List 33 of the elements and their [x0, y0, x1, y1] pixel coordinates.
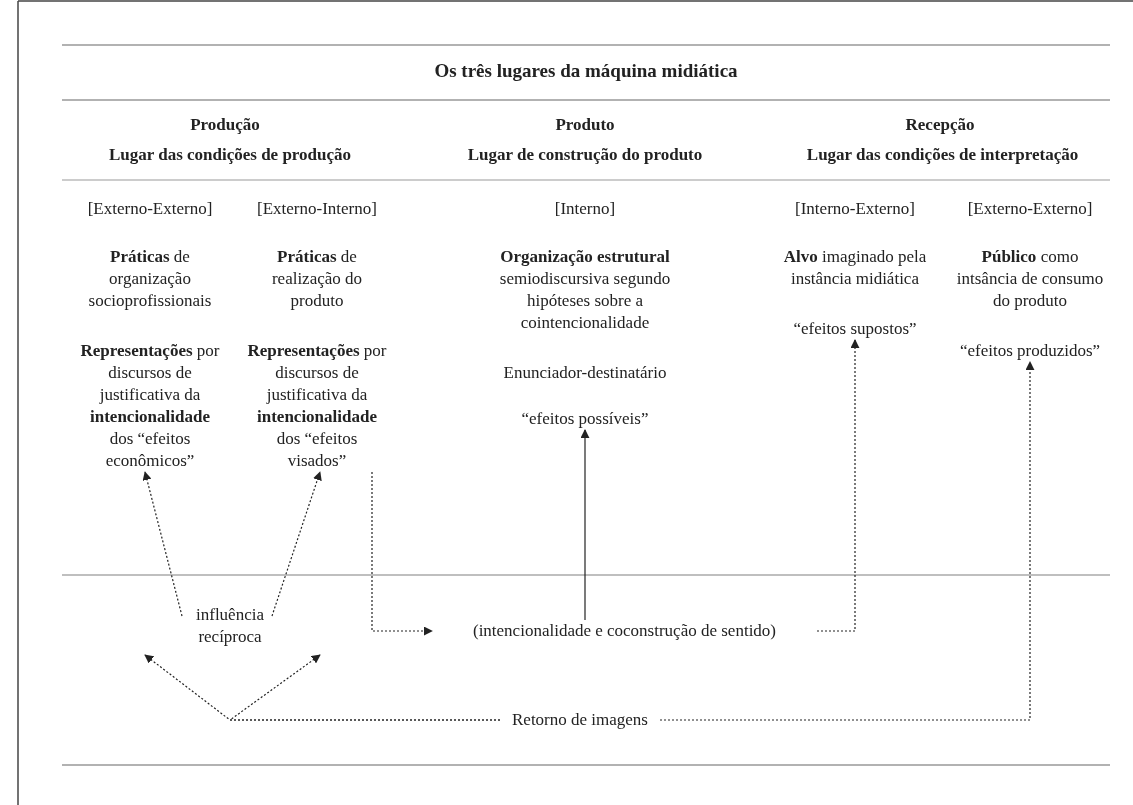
bracket-label: [Interno] — [553, 198, 617, 220]
bracket-label: [Interno-Externo] — [794, 198, 916, 220]
description-text: Enunciador-destinatário — [502, 362, 668, 384]
arrow — [816, 339, 860, 632]
description-text: Representações por discursos de justificativa da intencionalidade dos “efeitos visados” — [247, 340, 387, 472]
arrow — [228, 654, 501, 721]
description-text: “efeitos possíveis” — [520, 408, 650, 430]
bracket-label: [Externo-Interno] — [256, 198, 378, 220]
description-text: Organização estrutural semiodiscursiva segundo hipóteses sobre a cointencionalidade — [498, 246, 672, 334]
description-text: “efeitos supostos” — [792, 318, 918, 340]
arrow — [580, 429, 590, 621]
column-heading: Recepção — [904, 115, 976, 135]
bracket-label: [Externo-Externo] — [86, 198, 214, 220]
arrow — [659, 361, 1035, 721]
description-text: Práticas de realização do produto — [270, 246, 364, 312]
arrow — [371, 471, 433, 636]
description-text: Práticas de organização socioprofissionais — [87, 246, 213, 312]
column-heading: Produto — [554, 115, 616, 135]
annotation-text: (intencionalidade e coconstrução de sentido) — [432, 620, 817, 642]
description-text: Alvo imaginado pela instância midiática — [782, 246, 928, 290]
column-subheading: Lugar das condições de interpretação — [805, 145, 1080, 165]
column-heading: Produção — [189, 115, 261, 135]
arrow — [271, 471, 322, 617]
description-text: Representações por discursos de justificativa da intencionalidade dos “efeitos econômicos” — [80, 340, 220, 472]
arrow — [142, 471, 183, 617]
bracket-label: [Externo-Externo] — [966, 198, 1094, 220]
description-text: Público como intsância de consumo do produto — [955, 246, 1105, 312]
column-subheading: Lugar de construção do produto — [466, 145, 704, 165]
diagram-title: Os três lugares da máquina midiática — [433, 60, 739, 82]
description-text: “efeitos produzidos” — [958, 340, 1102, 362]
annotation-text: influência recíproca — [185, 604, 275, 648]
annotation-text: Retorno de imagens — [500, 709, 660, 731]
column-subheading: Lugar das condições de produção — [107, 145, 353, 165]
